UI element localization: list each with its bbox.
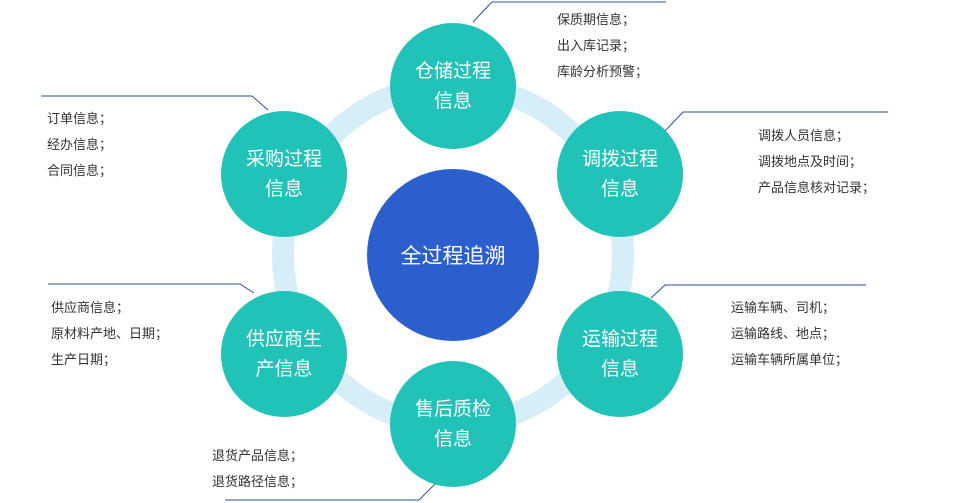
detail-item: 供应商信息； — [51, 301, 130, 316]
detail-item: 经办信息； — [47, 138, 113, 153]
node-transport: 运输过程信息 — [557, 291, 683, 417]
details-allocation: 调拨人员信息； 调拨地点及时间； 产品信息核对记录； — [758, 124, 875, 202]
node-purchase: 采购过程信息 — [221, 111, 347, 237]
details-storage: 保质期信息； 出入库记录； 库龄分析预警； — [557, 8, 648, 86]
detail-item: 运输路线、地点； — [731, 327, 836, 342]
node-allocation-label: 调拨过程信息 — [581, 148, 658, 200]
detail-item: 合同信息； — [47, 164, 113, 179]
leader-line-purchase — [41, 95, 269, 111]
node-allocation: 调拨过程信息 — [557, 111, 683, 237]
detail-item: 产品信息核对记录； — [758, 181, 876, 196]
detail-item: 调拨人员信息； — [758, 129, 850, 144]
detail-item: 运输车辆所属单位； — [731, 353, 849, 368]
detail-item: 原材料产地、日期； — [51, 327, 169, 342]
node-aftersales-label: 售后质检信息 — [414, 398, 491, 450]
detail-item: 订单信息； — [47, 112, 113, 127]
leader-line-supplier — [48, 283, 255, 294]
node-supplier-label: 供应商生产信息 — [245, 328, 322, 380]
detail-item: 生产日期； — [51, 353, 117, 368]
detail-item: 保质期信息； — [557, 13, 636, 28]
detail-item: 运输车辆、司机； — [731, 301, 836, 316]
detail-item: 库龄分析预警； — [557, 65, 649, 80]
detail-item: 调拨地点及时间； — [758, 155, 863, 170]
detail-item: 退货路径信息； — [212, 475, 304, 490]
node-aftersales: 售后质检信息 — [390, 361, 516, 487]
details-transport: 运输车辆、司机； 运输路线、地点； 运输车辆所属单位； — [731, 296, 848, 374]
leader-line-aftersales — [225, 481, 438, 501]
detail-item: 退货产品信息； — [212, 449, 304, 464]
detail-item: 出入库记录； — [557, 39, 636, 54]
node-purchase-label: 采购过程信息 — [245, 148, 322, 200]
center-label: 全过程追溯 — [400, 244, 506, 268]
leader-line-allocation — [664, 111, 888, 132]
center-node: 全过程追溯 — [367, 169, 539, 341]
details-supplier: 供应商信息； 原材料产地、日期； 生产日期； — [51, 296, 168, 374]
node-transport-label: 运输过程信息 — [581, 328, 658, 380]
node-storage: 仓储过程信息 — [390, 23, 516, 149]
leader-line-transport — [650, 284, 866, 299]
leader-line-storage — [472, 1, 666, 23]
node-storage-label: 仓储过程信息 — [414, 60, 491, 112]
details-aftersales: 退货产品信息； 退货路径信息； — [212, 444, 303, 496]
details-purchase: 订单信息； 经办信息； 合同信息； — [47, 107, 112, 185]
node-supplier: 供应商生产信息 — [221, 291, 347, 417]
